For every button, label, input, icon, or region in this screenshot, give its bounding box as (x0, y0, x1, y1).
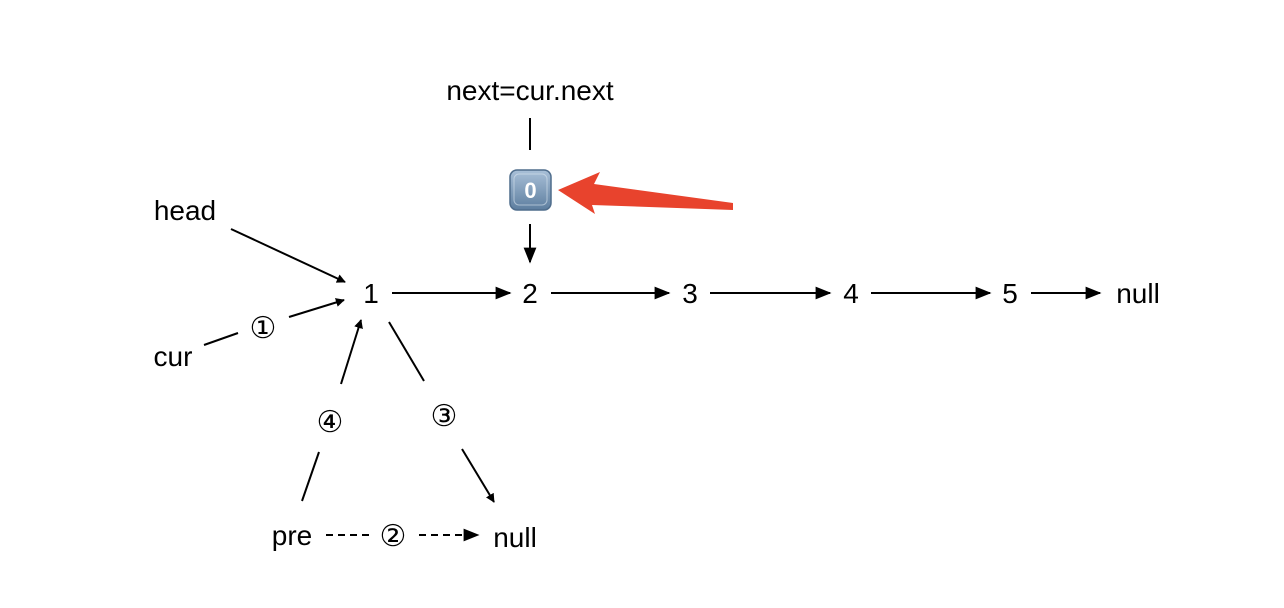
head-label: head (154, 195, 216, 226)
node-null-pre: null (493, 522, 537, 553)
arrow-step3-to-null (461, 448, 495, 503)
step-3-marker: ③ (431, 399, 458, 434)
badge-inner (513, 173, 548, 206)
line-1-to-step3 (388, 321, 425, 382)
red-pointer-arrow-icon (558, 172, 733, 214)
node-null-end: null (1116, 278, 1160, 309)
node-3: 3 (682, 278, 698, 309)
node-5: 5 (1002, 278, 1018, 309)
next-assign-label: next=cur.next (446, 75, 614, 106)
arrow-head-to-1 (230, 228, 346, 283)
node-1: 1 (363, 278, 379, 309)
arrow-step1-to-1 (288, 298, 345, 318)
badge-label: 0 (524, 178, 536, 203)
zero-keycap-icon: 0 (509, 169, 552, 211)
pre-label: pre (272, 520, 312, 551)
line-cur-to-step1 (203, 332, 239, 346)
arrow-step4-to-1 (340, 319, 363, 385)
cur-label: cur (154, 341, 193, 372)
badge-background (509, 169, 552, 211)
step-4-marker: ④ (317, 405, 344, 440)
step-2-marker: ② (380, 519, 407, 554)
node-4: 4 (843, 278, 859, 309)
step-1-marker: ① (250, 311, 277, 346)
node-2: 2 (522, 278, 538, 309)
line-pre-to-step4 (301, 451, 320, 502)
